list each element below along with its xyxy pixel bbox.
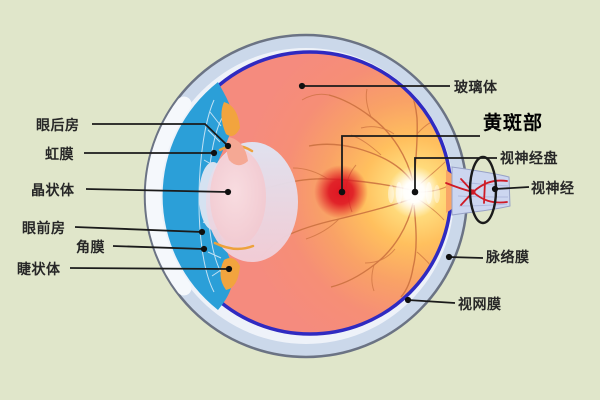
label-macula: 黄斑部 — [483, 113, 544, 134]
ciliary-body-top — [221, 102, 240, 136]
optic-nerve-stalk — [451, 166, 511, 216]
pointer-dots — [198, 82, 499, 304]
label-cornea: 角膜 — [76, 239, 105, 255]
iris-aqueous-blue — [162, 82, 234, 310]
label-optic-nerve: 视神经 — [531, 180, 575, 196]
label-choroid: 脉络膜 — [486, 249, 530, 265]
posterior-chamber-wedge — [226, 137, 248, 166]
label-optic-disc: 视神经盘 — [500, 150, 558, 166]
label-iris: 虹膜 — [45, 146, 74, 162]
label-posterior-chamber: 眼后房 — [36, 117, 80, 133]
optic-nerve-assembly — [445, 155, 511, 225]
nerve-vessel-node — [470, 189, 476, 195]
ciliary-body-bottom — [220, 258, 240, 290]
cornea-band — [145, 96, 192, 296]
label-anterior-chamber: 眼前房 — [22, 220, 66, 236]
label-vitreous-body: 玻璃体 — [454, 79, 498, 95]
label-ciliary-body: 睫状体 — [17, 261, 61, 277]
lens-body — [210, 149, 266, 245]
label-retina: 视网膜 — [458, 296, 502, 312]
leader-lines — [69, 85, 530, 304]
anterior-segment — [162, 82, 298, 310]
label-lens: 晶状体 — [31, 182, 75, 198]
